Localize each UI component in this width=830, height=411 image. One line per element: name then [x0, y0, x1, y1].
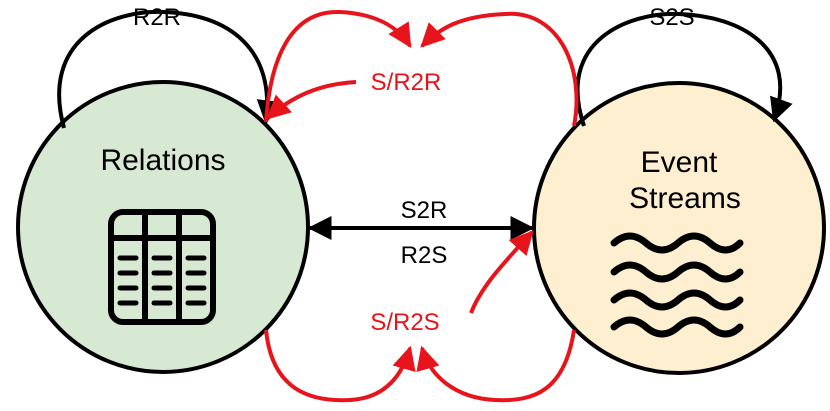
relations-label: Relations — [100, 144, 225, 177]
sr2s-label: S/R2S — [370, 309, 439, 336]
sr2s-arrows — [264, 230, 576, 403]
s2r-label: S2R — [401, 197, 448, 224]
s2s-label: S2S — [649, 4, 694, 31]
relations-node: Relations — [16, 80, 310, 374]
sr2r-arrows — [264, 9, 579, 127]
streams-node: Event Streams — [532, 81, 826, 375]
streams-label-line1: Event — [641, 146, 718, 179]
sr2r-label: S/R2R — [371, 69, 442, 96]
r2r-loop-arrow — [57, 9, 281, 129]
r2s-label: R2S — [401, 242, 448, 269]
table-icon — [108, 209, 216, 325]
waves-icon — [610, 232, 744, 338]
s2s-loop-arrow — [575, 11, 793, 127]
streams-label-line2: Streams — [629, 182, 741, 215]
r2r-label: R2R — [133, 4, 181, 31]
